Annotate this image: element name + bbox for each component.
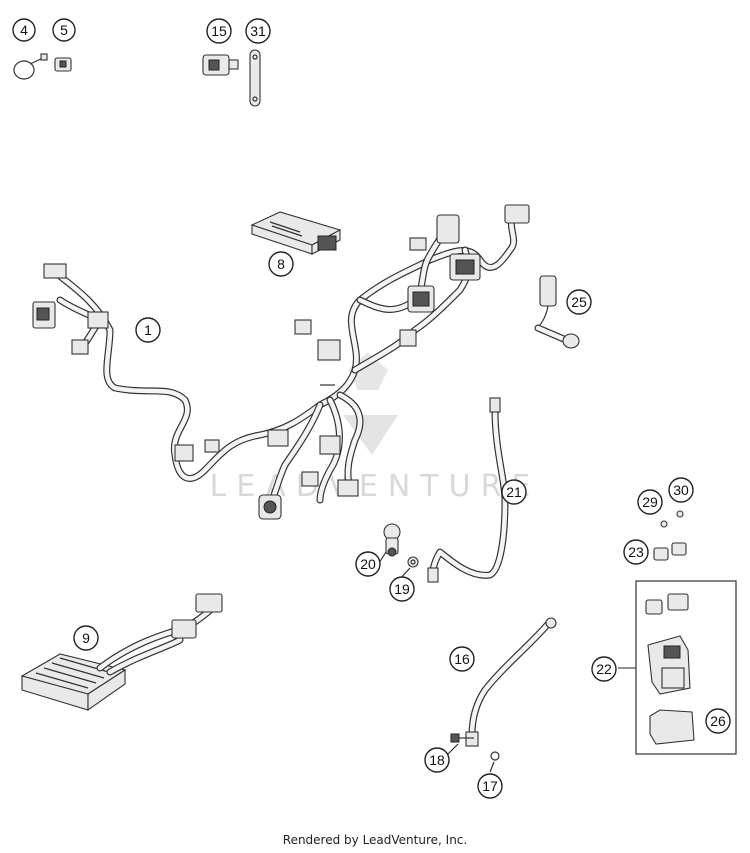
callout-9: 9 — [73, 625, 99, 651]
starter-relay-group — [618, 580, 737, 755]
callout-8: 8 — [268, 251, 294, 277]
callout-18: 18 — [424, 747, 450, 773]
svg-text:23: 23 — [628, 544, 644, 560]
holder-part — [653, 542, 687, 561]
svg-text:30: 30 — [673, 482, 689, 498]
svg-text:18: 18 — [429, 752, 445, 768]
callout-19: 19 — [389, 576, 415, 602]
callout-29: 29 — [637, 489, 663, 515]
callout-15: 15 — [206, 18, 232, 44]
voltage-regulator-part — [20, 593, 223, 712]
callout-30: 30 — [668, 477, 694, 503]
svg-text:19: 19 — [394, 581, 410, 597]
connector-part — [383, 523, 401, 557]
washer-part — [490, 751, 500, 761]
svg-text:20: 20 — [360, 556, 376, 572]
svg-text:31: 31 — [250, 23, 266, 39]
callout-20: 20 — [355, 551, 381, 577]
callout-25: 25 — [566, 289, 592, 315]
nut-part — [407, 556, 419, 568]
svg-text:17: 17 — [482, 778, 498, 794]
ground-lead-part — [534, 275, 580, 349]
svg-text:8: 8 — [277, 256, 285, 272]
svg-text:4: 4 — [20, 22, 28, 38]
callout-31: 31 — [245, 18, 271, 44]
callout-23: 23 — [623, 539, 649, 565]
footer-credit: Rendered by LeadVenture, Inc. — [282, 833, 468, 847]
control-unit-part — [250, 211, 342, 255]
svg-text:22: 22 — [596, 661, 612, 677]
switch-part — [202, 54, 239, 76]
watermark: LEADVENTURE — [210, 352, 530, 504]
ground-cable-part — [465, 617, 557, 747]
callout-21: 21 — [501, 479, 527, 505]
svg-text:29: 29 — [642, 494, 658, 510]
svg-text:25: 25 — [571, 294, 587, 310]
cable-tie-part — [13, 53, 48, 80]
callout-26: 26 — [705, 708, 731, 734]
svg-text:16: 16 — [454, 651, 470, 667]
strap-part — [249, 49, 261, 107]
svg-text:26: 26 — [710, 713, 726, 729]
callout-17: 17 — [477, 773, 503, 799]
callout-4: 4 — [12, 18, 36, 42]
svg-text:1: 1 — [144, 322, 152, 338]
svg-text:15: 15 — [211, 23, 227, 39]
screw-part — [660, 510, 684, 528]
callout-16: 16 — [449, 646, 475, 672]
svg-text:21: 21 — [506, 484, 522, 500]
callout-5: 5 — [52, 18, 76, 42]
svg-text:5: 5 — [60, 22, 68, 38]
callout-22: 22 — [591, 656, 617, 682]
svg-text:9: 9 — [82, 630, 90, 646]
bolt-part — [450, 733, 474, 743]
clip-part — [54, 57, 72, 72]
callout-1: 1 — [135, 317, 161, 343]
battery-cable-part — [427, 397, 509, 583]
wiring-harness-part — [32, 204, 530, 520]
